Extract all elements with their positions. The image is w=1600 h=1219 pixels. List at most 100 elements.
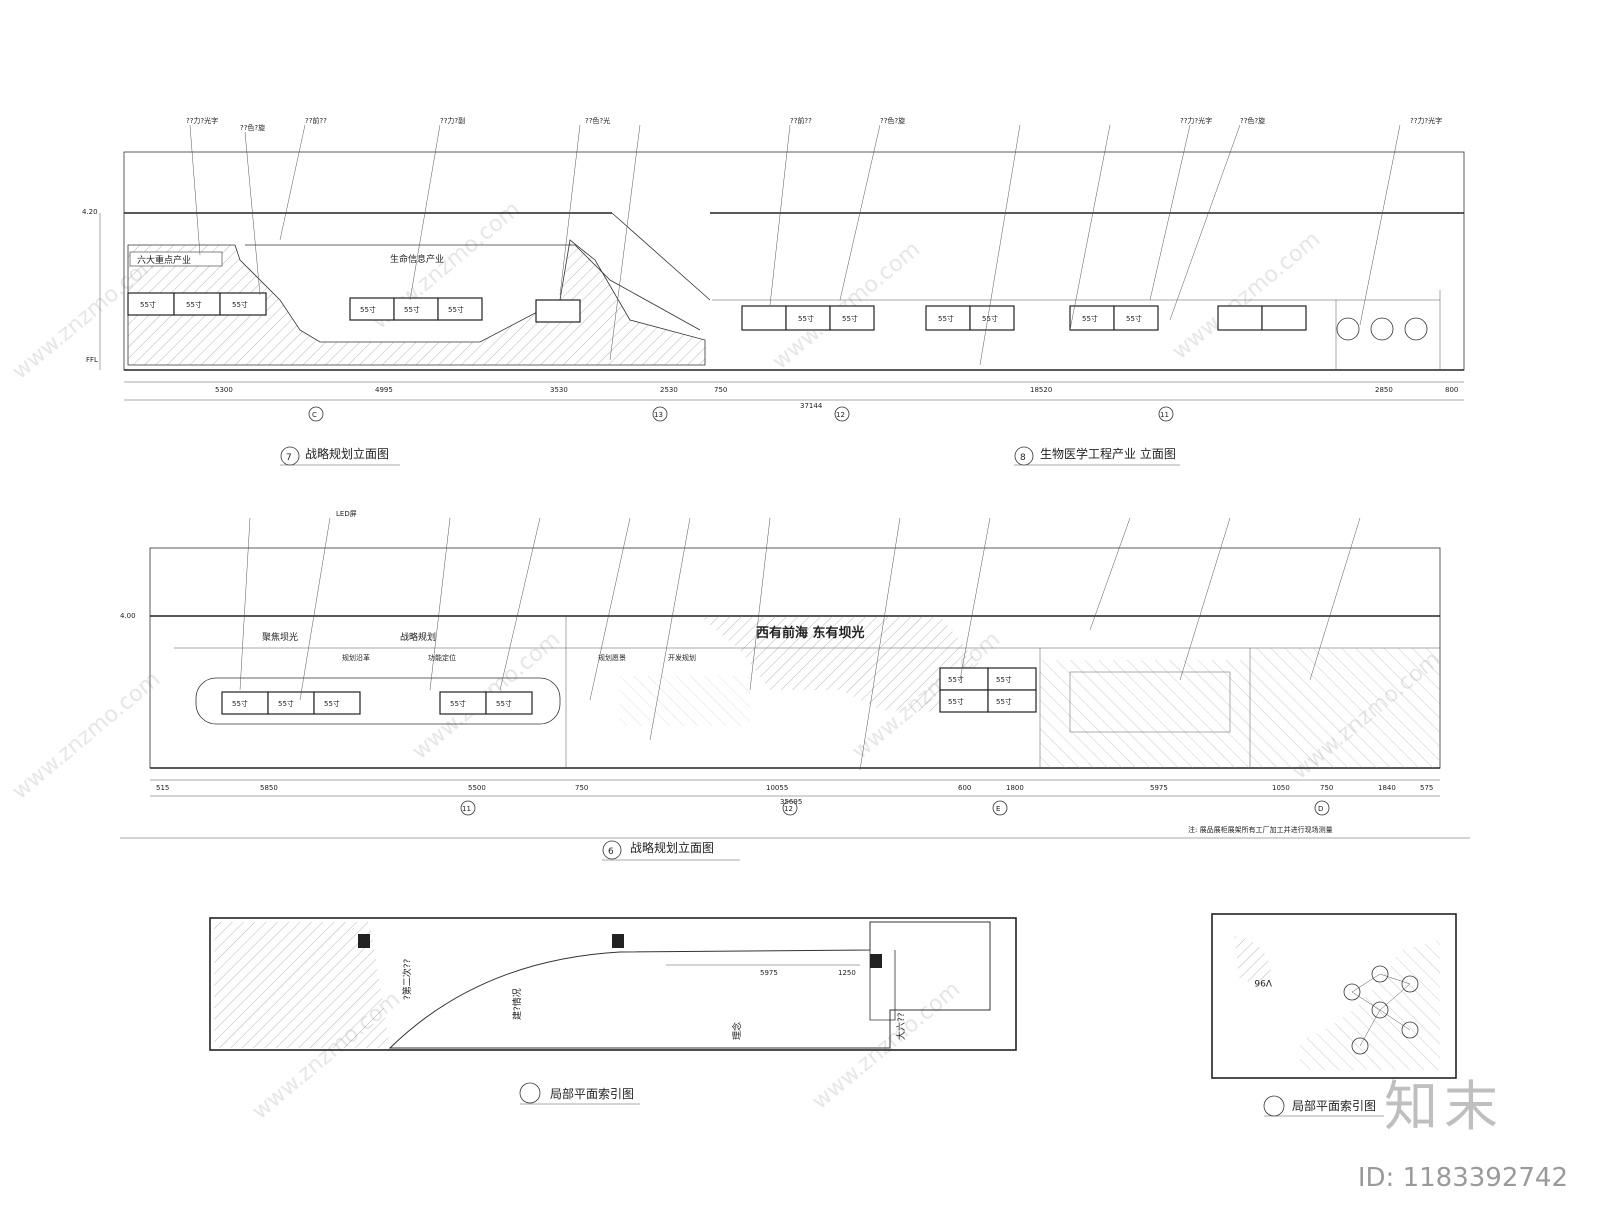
map-graphic [1069,671,1231,733]
grid-markers-top: C 13 12 11 [308,406,1174,422]
screen-label: 55寸 [278,699,294,708]
plan-hatch [1300,940,1440,1070]
screen [741,305,787,331]
screen-group-c: 55寸 55寸 55寸 55寸 [939,667,1037,713]
round-screen [1404,317,1428,341]
plan-right: V96 局部平面索引图 [1211,913,1457,1117]
screen-label: 55寸 [324,699,340,708]
callout-label: ??前?? [790,116,812,125]
screen-label: 55寸 [798,314,814,323]
screen-group-left: 55寸 55寸 55寸 [127,292,267,316]
screen-label: 55寸 [448,305,464,314]
screen-label: 55寸 [140,300,156,309]
level-bottom: FFL [86,356,98,364]
dim-value: 1840 [1378,784,1396,792]
screen-label: 55寸 [1126,314,1142,323]
subheading: 规划沿革 [342,653,370,662]
screen-label: 55寸 [996,675,1012,684]
grid-mark: 12 [836,411,845,419]
dim-value: 3530 [550,386,568,394]
panel-label-box [129,251,223,267]
dim-value: 5975 [1150,784,1168,792]
callout-label: ??力?光字 [186,116,218,125]
title-number: 8 [1020,453,1026,463]
dim-value: 5500 [468,784,486,792]
plan-wall [388,921,991,1049]
plan-link [1379,1009,1411,1031]
round-screen [1336,317,1360,341]
panel-curve [245,244,701,331]
led-label: LED屏 [336,510,357,518]
column [612,934,624,948]
watermark-text: www.znzmo.com [8,667,165,805]
plan-right-title: 局部平面索引图 [1292,1098,1376,1113]
title-number-circle [602,840,622,860]
column [358,934,370,948]
title-number-circle [519,1082,541,1104]
heading-focus: 聚焦坝光 [262,631,298,643]
plan-label: 建?情况 [511,988,523,1020]
watermark-text: www.znzmo.com [808,977,965,1115]
id-text: ID: 1183392742 [1357,1163,1568,1193]
screen-label: 55寸 [1082,314,1098,323]
screen [925,305,971,331]
panel-label-industries: 六大重点产业 [137,254,191,266]
plan-right-label: V96 [1254,977,1272,987]
dim-value: 1800 [1006,784,1024,792]
screen-label: 55寸 [186,300,202,309]
screen [969,305,1015,331]
hatched-panel [700,616,1000,712]
plan-link [1379,973,1411,985]
plan-left-title: 局部平面索引图 [550,1086,634,1101]
plan-node [1371,965,1389,983]
map-graphic [620,676,750,726]
dim-value: 5300 [215,386,233,394]
plan-label: 大六?? [895,1012,907,1040]
title-right: 生物医学工程产业 立面图 [1040,446,1176,461]
grid-mark: 13 [654,411,663,419]
title-number: 7 [286,453,292,463]
plan-node [1343,983,1361,1001]
slope-line [611,212,711,301]
footnote: 注: 展品展柜展架所有工厂加工并进行现场测量 [1188,825,1333,834]
leader-lines [189,124,1401,366]
dim-value: 2850 [1375,386,1393,394]
level-top: 4.00 [120,612,136,620]
dim-total: 35695 [780,798,802,806]
title-number-circle [1263,1095,1285,1117]
dim-value: 800 [1445,386,1458,394]
dim-value: 18520 [1030,386,1052,394]
screen [1217,305,1263,331]
dims-bottom: 515 5850 5500 750 10055 600 1800 5975 10… [156,784,1433,806]
callout-label: ??色?光 [585,116,610,125]
brand-logo: 知末 [1384,1075,1504,1138]
dim-value: 2530 [660,386,678,394]
screen [535,299,581,323]
leader-lines-bottom [239,517,1361,771]
screen-label: 55寸 [996,697,1012,706]
dim-value: 750 [1320,784,1333,792]
plan-link [1351,973,1381,993]
grid-markers-bottom: 11 12 E D [460,800,1330,816]
plan-dim: 5975 [760,969,778,977]
plan-link [1359,1009,1381,1047]
grid-mark: 11 [1160,411,1169,419]
dim-value: 1050 [1272,784,1290,792]
subheading: 功能定位 [428,653,456,662]
heading-slogan: 西有前海 东有坝光 [756,625,865,641]
screen [987,689,1037,713]
screen-label: 55寸 [948,697,964,706]
screen-group-right: 55寸 55寸 55寸 55寸 55寸 55寸 [741,305,1307,331]
screen [829,305,875,331]
plan-left: 5975 1250 建?情况 ?第二次?? 理念 大六?? 局部平面索引图 [209,917,1017,1105]
subheading: 开发规划 [668,653,696,662]
screen [219,292,267,316]
elevation-top: 4.20 FFL 六大重点产业 生命信息产业 55寸 55寸 55寸 55寸 5… [82,116,1465,466]
plan-wall [869,950,896,1021]
dim-value: 575 [1420,784,1433,792]
plan-node [1401,975,1419,993]
screen [313,691,361,715]
round-screen [1370,317,1394,341]
grid-mark: 12 [784,805,793,813]
